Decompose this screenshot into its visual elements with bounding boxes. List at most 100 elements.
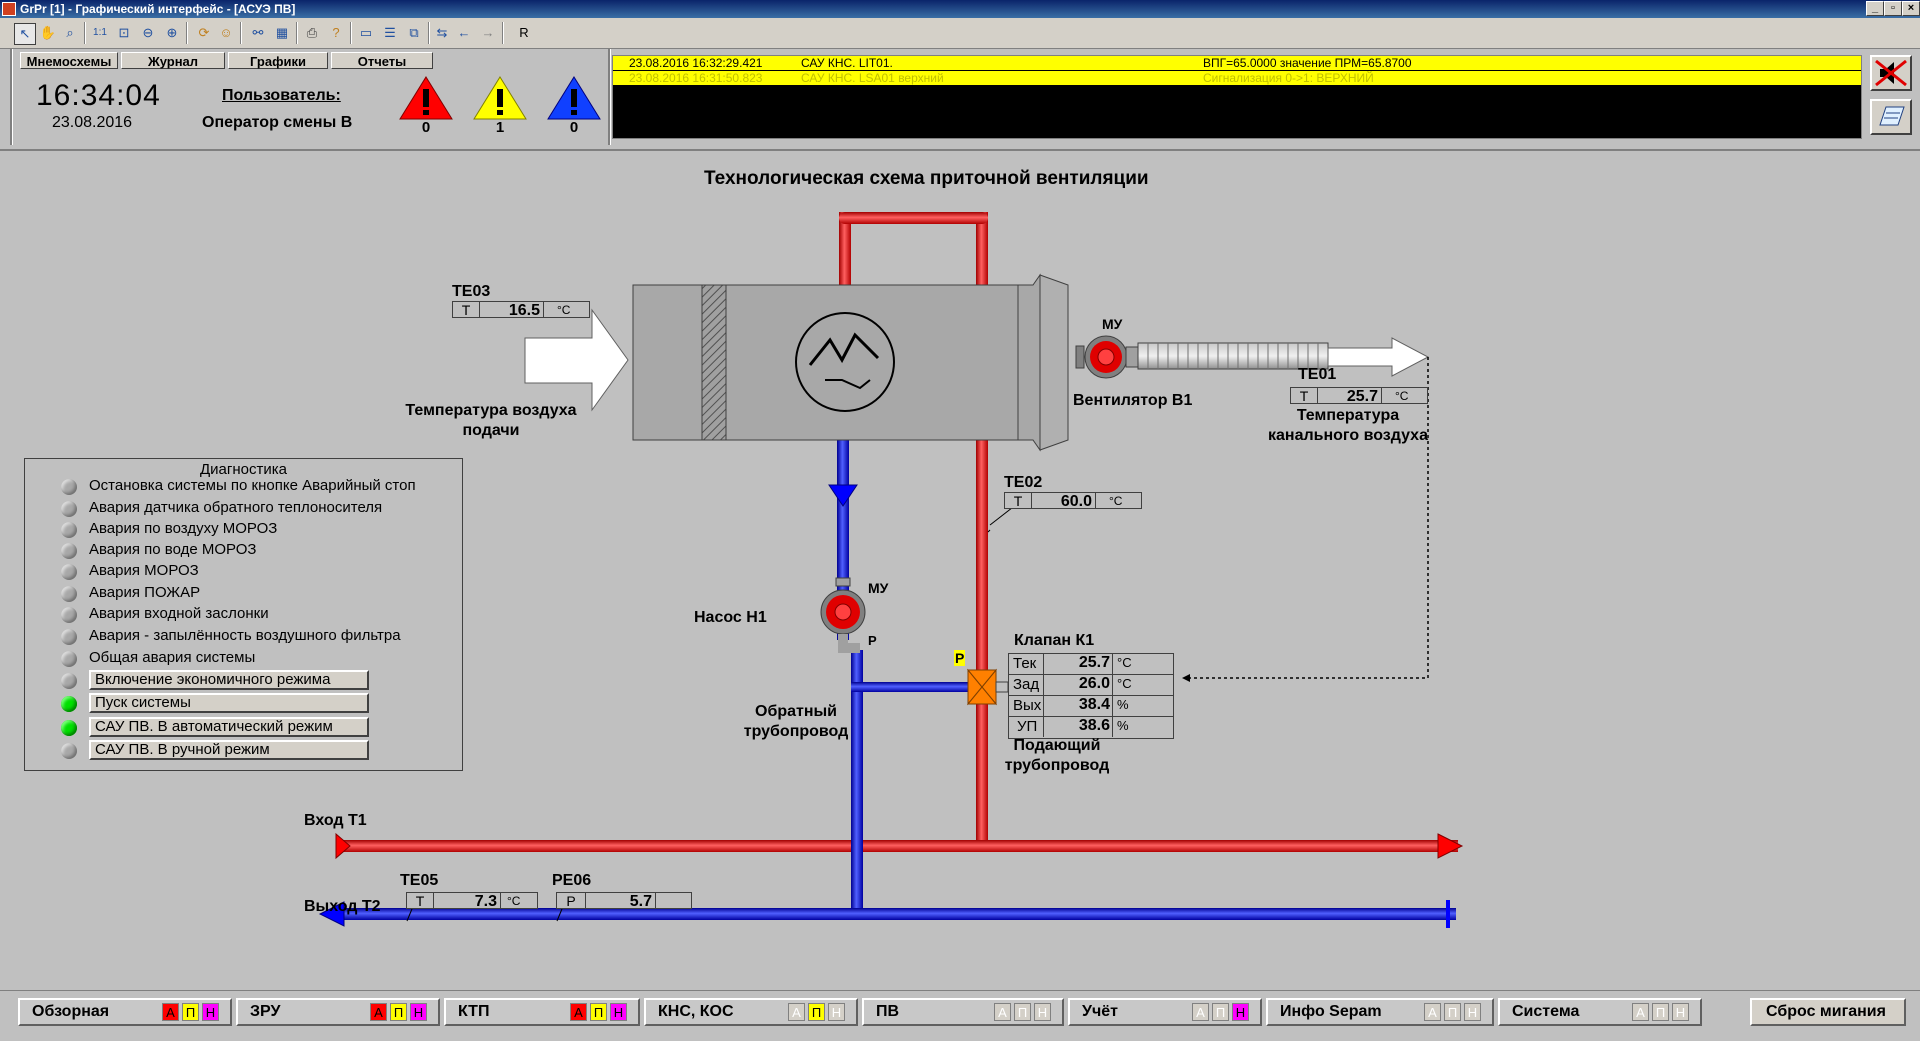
zoom-1to1-icon[interactable]: 1:1 — [93, 27, 107, 38]
valve-row: УП 38.6 % — [1009, 717, 1173, 737]
mute-sound-button[interactable] — [1870, 55, 1912, 91]
diagnostic-command-button[interactable]: САУ ПВ. В автоматический режим — [89, 717, 369, 737]
supply-line-label: Подающий — [1013, 737, 1101, 754]
tab-reports[interactable]: Отчеты — [331, 52, 433, 69]
valve-param-unit: % — [1117, 718, 1129, 733]
pe06-value-box[interactable]: P 5.7 — [556, 892, 692, 910]
minimize-button[interactable]: _ — [1866, 1, 1884, 16]
diagnostic-command-button[interactable]: САУ ПВ. В ручной режим — [89, 740, 369, 760]
reset-blink-label: Сброс мигания — [1766, 1003, 1886, 1020]
te03-value-box[interactable]: T 16.5 °C — [452, 301, 590, 319]
valve-param-unit: °C — [1117, 655, 1132, 670]
pointer-tool-icon[interactable]: ↖ — [14, 23, 36, 45]
speaker-muted-icon — [1875, 59, 1907, 87]
valve-param-value: 38.4 — [1043, 696, 1113, 716]
maximize-button[interactable]: ▫ — [1884, 1, 1902, 16]
te02-value: 60.0 — [1032, 493, 1096, 510]
tab-graphs[interactable]: Графики — [228, 52, 328, 69]
reset-blink-button[interactable]: Сброс мигания — [1750, 998, 1906, 1026]
bypass-pipe — [851, 682, 977, 692]
r-button[interactable]: R — [519, 25, 529, 40]
yellow-alarm-icon[interactable] — [472, 75, 528, 121]
magnifier-icon[interactable]: ⌕ — [66, 25, 74, 40]
hand-tool-icon[interactable]: ✋ — [39, 25, 57, 40]
te02-unit: °C — [1109, 494, 1123, 508]
list-layout-icon[interactable]: ☰ — [384, 25, 396, 40]
diagnostic-label: Авария - запылённость воздушного фильтра — [89, 627, 401, 644]
return-line-label-2: трубопровод — [743, 723, 849, 740]
valve-p-label: Р — [954, 650, 966, 666]
status-led-icon — [61, 501, 77, 517]
te03-value: 16.5 — [480, 302, 544, 319]
fan-cone — [1039, 274, 1069, 451]
valve-param-name: УП — [1017, 718, 1038, 735]
print-icon[interactable]: ⎙ — [306, 25, 318, 40]
alarm-indicator: А — [570, 1003, 587, 1021]
supply-pipe — [976, 440, 988, 840]
alarm-time: 23.08.2016 16:31:50.823 — [629, 71, 763, 85]
zoom-out-icon[interactable]: ⊖ — [142, 25, 154, 40]
warning-indicator: П — [590, 1003, 607, 1021]
tab-mnemo[interactable]: Мнемосхемы — [20, 52, 118, 69]
te05-value-box[interactable]: T 7.3 °C — [406, 892, 538, 910]
alarm-list[interactable]: 23.08.2016 16:32:29.421 САУ КНС. LIT01. … — [612, 55, 1862, 139]
alarm-row[interactable]: 23.08.2016 16:31:50.823 САУ КНС. LSA01 в… — [613, 71, 1861, 85]
red-alarm-icon[interactable] — [398, 75, 454, 121]
te01-value-box[interactable]: T 25.7 °C — [1290, 387, 1428, 405]
alarm-row[interactable]: 23.08.2016 16:32:29.421 САУ КНС. LIT01. … — [613, 56, 1861, 70]
table-icon[interactable]: ▦ — [275, 25, 289, 40]
user-icon[interactable]: ☺ — [219, 25, 233, 40]
diagnostic-command-button[interactable]: Включение экономичного режима — [89, 670, 369, 690]
tab-journal[interactable]: Журнал — [121, 52, 225, 69]
user-value[interactable]: Оператор смены В — [202, 114, 353, 131]
acknowledge-button[interactable] — [1870, 99, 1912, 135]
supply-pipe — [976, 212, 988, 287]
close-button[interactable]: × — [1902, 1, 1920, 16]
binoculars-icon[interactable]: ⚯ — [252, 25, 264, 40]
zoom-fit-icon[interactable]: ⊡ — [118, 25, 130, 40]
flow-down-arrow-icon — [828, 484, 858, 507]
refresh-icon[interactable]: ⟳ — [198, 25, 210, 40]
cascade-icon[interactable]: ⧉ — [409, 25, 419, 40]
nav-group-label: КТП — [458, 1003, 490, 1020]
forward-arrow-icon[interactable]: → — [481, 25, 495, 40]
ventilation-scheme — [318, 212, 1464, 928]
valve-param-unit: % — [1117, 697, 1129, 712]
nav-group-label: Учёт — [1082, 1003, 1118, 1020]
valve-table[interactable]: Тек 25.7 °C Зад 26.0 °C Вых 38.4 % УП 38… — [1008, 653, 1174, 739]
diagnostic-command-button[interactable]: Пуск системы — [89, 693, 369, 713]
heat-exchanger-icon — [795, 312, 895, 412]
inlet-pipe — [338, 840, 1458, 852]
network-icon[interactable]: ⇆ — [436, 25, 448, 40]
alarm-indicator: А — [370, 1003, 387, 1021]
help-icon[interactable]: ? — [332, 25, 340, 40]
fan-label: Вентилятор В1 — [1073, 392, 1193, 409]
back-arrow-icon[interactable]: ← — [457, 25, 471, 40]
pe06-tag: PE06 — [552, 872, 592, 889]
pump-p-label: Р — [868, 633, 877, 648]
status-led-icon — [61, 564, 77, 580]
status-led-icon — [61, 607, 77, 623]
warning-indicator: П — [1444, 1003, 1461, 1021]
valve-row: Тек 25.7 °C — [1009, 654, 1173, 675]
valve-row: Вых 38.4 % — [1009, 696, 1173, 717]
duct-air-label-2: канального воздуха — [1268, 427, 1428, 444]
diagnostic-label: Авария датчика обратного теплоносителя — [89, 499, 383, 516]
te02-value-box[interactable]: T 60.0 °C — [1004, 492, 1142, 510]
user-label: Пользователь: — [222, 87, 341, 104]
diagnostic-label: Авария по воздуху МОРОЗ — [89, 520, 278, 537]
te01-tag: TE01 — [1298, 366, 1337, 383]
air-filter — [701, 284, 727, 441]
zoom-in-icon[interactable]: ⊕ — [166, 25, 178, 40]
blue-alarm-icon[interactable] — [546, 75, 602, 121]
window-layout-icon[interactable]: ▭ — [359, 25, 373, 40]
